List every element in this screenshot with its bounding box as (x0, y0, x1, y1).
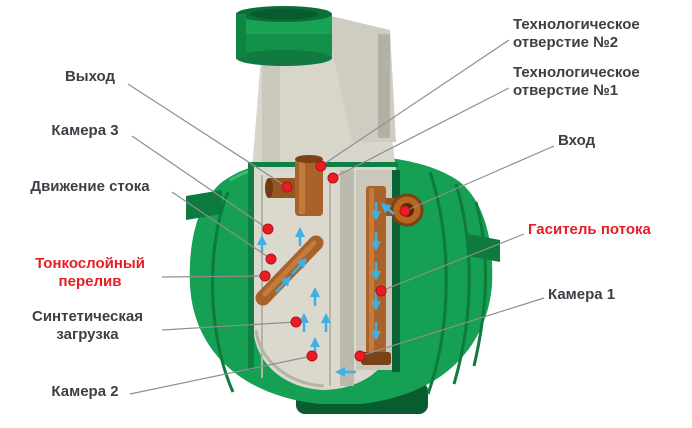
label-flow-damper: Гаситель потока (528, 221, 651, 238)
cutaway-interior (248, 16, 400, 390)
leader-tech1 (332, 87, 510, 179)
left-flange (186, 190, 222, 220)
label-chamber2: Камера 2 (51, 383, 119, 400)
label-outlet: Выход (64, 68, 116, 85)
label-flow-movement: Движение стока (30, 178, 150, 195)
flow-damper-part (361, 352, 391, 365)
label-thin-layer-overflow: Тонкослойный перелив (35, 255, 145, 291)
leader-chamber1 (359, 297, 545, 357)
dot-chamber3 (262, 223, 274, 235)
dot-chamber1 (354, 350, 366, 362)
thin-layer-overflow-pipe (255, 235, 324, 306)
leader-outlet (127, 83, 288, 188)
dot-tech2 (315, 160, 327, 172)
leader-tech2 (320, 39, 510, 167)
dot-synthetic (290, 316, 302, 328)
tank-lid (236, 6, 332, 66)
marker-dots (259, 160, 411, 362)
label-tech-hole-1: Технологическое отверстие №1 (513, 64, 640, 100)
label-chamber3: Камера 3 (51, 122, 119, 139)
leader-synthetic (161, 321, 297, 331)
leader-inlet (404, 145, 555, 212)
leader-flow-movement (171, 191, 272, 260)
leader-chamber2 (129, 355, 313, 395)
leader-damper (380, 233, 525, 292)
leader-chamber3 (131, 135, 269, 230)
leader-thin-layer (161, 275, 266, 278)
dot-outlet (281, 181, 293, 193)
dot-thin-layer (259, 270, 271, 282)
dot-tech1 (327, 172, 339, 184)
label-chamber1: Камера 1 (548, 286, 616, 303)
dot-flow-movement (265, 253, 277, 265)
leader-lines (127, 39, 555, 395)
dot-inlet (399, 205, 411, 217)
label-synthetic-loading: Синтетическая загрузка (32, 308, 143, 344)
dot-chamber2 (306, 350, 318, 362)
label-tech-hole-2: Технологическое отверстие №2 (513, 16, 640, 52)
dot-damper (375, 285, 387, 297)
partition-wall (340, 170, 354, 386)
label-inlet: Вход (558, 132, 596, 149)
